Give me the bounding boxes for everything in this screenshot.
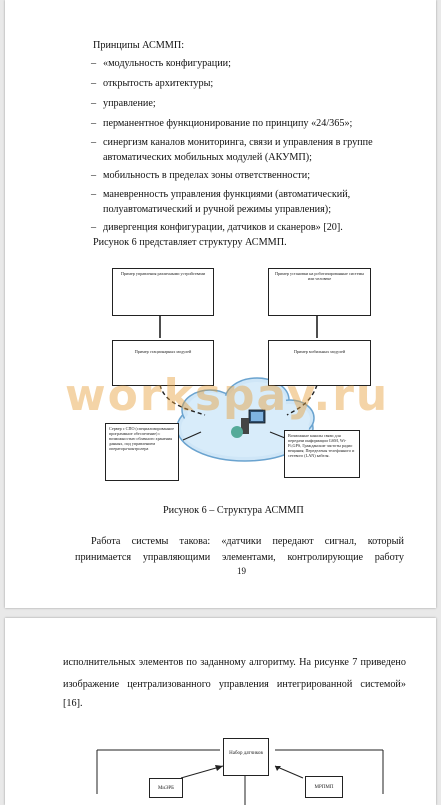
bullet-marker: –: [91, 78, 97, 89]
devices-control-label: Пример управления различными устройствам…: [120, 271, 206, 276]
mrpmp-box: МРПМП: [305, 776, 343, 798]
figure-6: Пример управления различными устройствам…: [5, 0, 436, 608]
list-item: открытость архитектуры;: [103, 78, 214, 89]
connector-line: [159, 384, 206, 416]
sensors-set-box: Набор датчиков: [223, 738, 269, 776]
document-page-1: Принципы АСММП: – «модульность конфигура…: [5, 0, 436, 608]
server-box: Сервер с СПО (специализированное програм…: [105, 423, 179, 481]
mobile-modules-box: Пример мобильных модулей: [268, 340, 371, 386]
arrow-head: [275, 766, 281, 771]
bullet-marker: –: [91, 118, 97, 129]
bullet-marker: –: [91, 137, 97, 148]
robotic-systems-box: Пример установки на роботизированные сис…: [268, 268, 371, 316]
principles-heading: Принципы АСММП:: [93, 40, 185, 51]
computer-icon: [231, 409, 266, 438]
list-item-continuation: автоматических мобильных модулей (АКУМП)…: [103, 152, 313, 163]
devices-control-box: Пример управления различными устройствам…: [112, 268, 214, 316]
stationary-modules-label: Пример стационарных модулей: [134, 349, 192, 354]
connector-line: [182, 431, 202, 441]
bullet-marker: –: [91, 98, 97, 109]
mierb-box: МиЭРБ: [149, 778, 183, 798]
bullet-marker: –: [91, 222, 97, 233]
bullet-marker: –: [91, 58, 97, 69]
list-item: синергизм каналов мониторинга, связи и у…: [103, 137, 373, 148]
figure-6-drawing: [123, 283, 366, 462]
figure-reference: Рисунок 6 представляет структуру АСММП.: [93, 237, 287, 248]
bullet-marker: –: [91, 189, 97, 200]
arrow-line: [274, 765, 304, 779]
communication-channels-label: Возможные каналы связи для передачи инфо…: [288, 433, 355, 458]
server-label: Сервер с СПО (специализированное програм…: [109, 426, 174, 451]
figure-6-caption: Рисунок 6 – Структура АСММП: [163, 505, 304, 516]
mrpmp-label: МРПМП: [314, 785, 334, 790]
watermark: workspay.ru: [65, 370, 390, 421]
list-item: «модульность конфигурации;: [103, 58, 231, 69]
paragraph-line: [16].: [63, 698, 83, 709]
list-item: мобильность в пределах зоны ответственно…: [103, 170, 311, 181]
robotic-systems-label: Пример установки на роботизированные сис…: [274, 271, 365, 281]
figure-7-drawing: [96, 749, 384, 805]
arrow-head: [215, 765, 223, 771]
list-item: маневренность управления функциями (авто…: [103, 189, 351, 200]
list-item: управление;: [103, 98, 156, 109]
figure-7: Набор датчиков МиЭРБ МРПМП: [5, 618, 436, 805]
list-item: дивергенция конфигурации, датчиков и ска…: [103, 222, 343, 233]
list-item: перманентное функционирование по принцип…: [103, 118, 353, 129]
stationary-modules-box: Пример стационарных модулей: [112, 340, 214, 386]
communication-channels-box: Возможные каналы связи для передачи инфо…: [284, 430, 360, 478]
page-number: 19: [237, 566, 246, 576]
bullet-marker: –: [91, 170, 97, 181]
sensors-set-label: Набор датчиков: [229, 751, 263, 756]
mierb-label: МиЭРБ: [157, 786, 175, 791]
list-item-continuation: полуавтоматический и ручной режимы управ…: [103, 204, 332, 215]
mobile-modules-label: Пример мобильных модулей: [293, 349, 346, 354]
